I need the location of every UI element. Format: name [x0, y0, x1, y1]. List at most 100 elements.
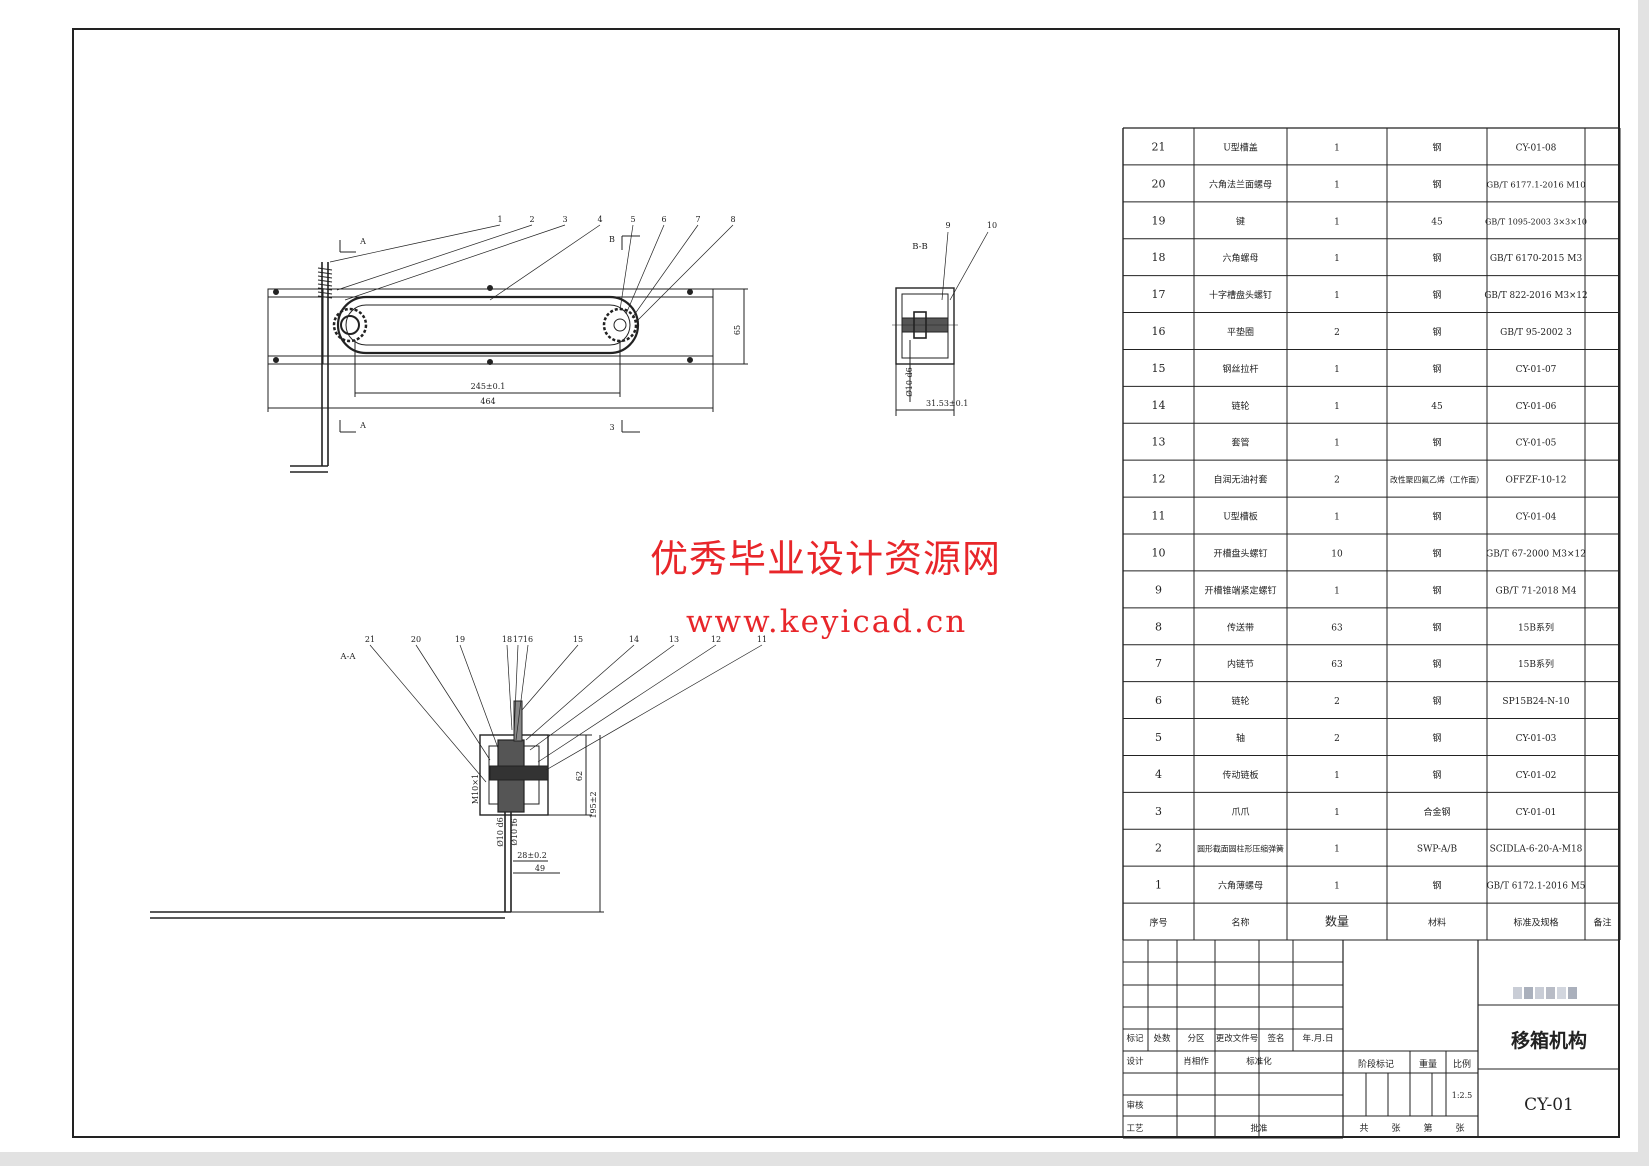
bom-cell: 20 — [1152, 177, 1166, 190]
bom-cell: 链轮 — [1231, 695, 1249, 707]
bom-cell: 钢 — [1432, 363, 1441, 375]
title-block-label: 工艺 — [1126, 1124, 1143, 1134]
leader-line — [489, 224, 601, 301]
bom-cell: 传动链板 — [1222, 769, 1258, 781]
bom-cell: SCIDLA-6-20-A-M18 — [1490, 845, 1583, 855]
leader-line — [529, 644, 675, 751]
leader-line — [521, 644, 579, 711]
bom-cell: 18 — [1152, 251, 1166, 264]
balloon-number: 9 — [945, 221, 950, 230]
balloon-number: 4 — [597, 215, 602, 224]
section-shaft — [489, 765, 549, 781]
screw-dot — [487, 359, 493, 365]
blurred-company-name — [1535, 987, 1544, 999]
designer-name: 肖相作 — [1183, 1056, 1209, 1067]
bom-cell: 7 — [1155, 657, 1162, 670]
leader-line — [336, 224, 533, 291]
bom-cell: 4 — [1155, 768, 1162, 781]
balloon-number: 14 — [629, 635, 639, 644]
bom-cell: 平垫圈 — [1227, 326, 1254, 338]
section-label: B — [609, 235, 615, 244]
screw-dot — [273, 289, 279, 295]
bom-cell: 11 — [1152, 510, 1166, 523]
section-label: A — [359, 237, 366, 246]
bom-cell: 2 — [1334, 734, 1340, 744]
spring-coil — [317, 291, 333, 295]
side-dim-dia: Ø10 d6 — [905, 367, 914, 397]
bom-cell: GB/T 95-2002 3 — [1500, 328, 1572, 338]
bom-cell: GB/T 1095-2003 3×3×10 — [1485, 217, 1587, 226]
bom-cell: 钢 — [1432, 141, 1441, 153]
bom-cell: 1 — [1334, 365, 1340, 375]
section-dim-w2: 49 — [535, 864, 545, 873]
spring-coil — [317, 275, 333, 279]
section-dim-h1: 62 — [575, 771, 584, 781]
bom-cell: 9 — [1155, 583, 1162, 596]
bom-cell: 17 — [1152, 288, 1166, 301]
bom-cell: 14 — [1152, 399, 1166, 412]
bom-header-cell: 备注 — [1593, 917, 1611, 929]
title-block-label: 张 — [1455, 1123, 1464, 1134]
section-bolt — [513, 700, 523, 742]
bom-cell: 1 — [1334, 771, 1340, 781]
bom-cell: 钢 — [1432, 289, 1441, 301]
balloon-number: 7 — [695, 215, 700, 224]
balloon-number: 1 — [497, 215, 502, 224]
blurred-company-name — [1557, 987, 1566, 999]
chain-inner — [345, 304, 631, 346]
bom-cell: 19 — [1152, 214, 1166, 227]
bom-cell: 5 — [1155, 731, 1162, 744]
bom-cell: 1 — [1334, 143, 1340, 153]
bom-cell: 1 — [1334, 291, 1340, 301]
bracket-left — [267, 288, 324, 365]
spring-coil — [317, 295, 333, 299]
bom-cell: 键 — [1236, 215, 1245, 227]
balloon-number: 2 — [529, 215, 534, 224]
bom-cell: 10 — [1152, 546, 1166, 559]
balloon-number: 3 — [562, 215, 567, 224]
bom-cell: 15B系列 — [1518, 621, 1554, 633]
bom-cell: 钢 — [1432, 732, 1441, 744]
bom-cell: 爪爪 — [1231, 807, 1249, 818]
drawing-code: CY-01 — [1524, 1095, 1574, 1115]
bom-cell: 1 — [1334, 586, 1340, 596]
bom-cell: 钢 — [1432, 511, 1441, 523]
section-view-label: A-A — [339, 652, 356, 662]
balloon-number: 15 — [573, 635, 583, 644]
scale-value: 1:2.5 — [1452, 1091, 1473, 1100]
bom-cell: 1 — [1334, 845, 1340, 855]
balloon-number: 6 — [661, 215, 666, 224]
bom-cell: CY-01-08 — [1516, 143, 1557, 153]
bom-cell: 6 — [1155, 694, 1162, 707]
bom-cell: GB/T 6177.1-2016 M10 — [1486, 179, 1585, 189]
balloon-number: 18 — [502, 635, 512, 644]
bom-cell: 钢 — [1432, 584, 1441, 596]
bom-cell: 1 — [1334, 513, 1340, 523]
title-block-label: 标记 — [1126, 1033, 1144, 1044]
leader-line — [415, 644, 491, 761]
bom-cell: 12 — [1152, 473, 1166, 486]
bom-cell: 钢 — [1432, 252, 1441, 264]
bom-cell: 1 — [1155, 879, 1162, 892]
section-label: A — [359, 421, 366, 430]
bom-cell: 1 — [1334, 180, 1340, 190]
section-dim-d1: Ø10 d6 — [496, 817, 505, 847]
bom-cell: GB/T 6172.1-2016 M5 — [1487, 882, 1586, 892]
leader-line — [631, 224, 699, 319]
bom-cell: 六角螺母 — [1222, 252, 1258, 264]
title-block-label: 处数 — [1153, 1033, 1171, 1044]
bom-cell: 传送带 — [1227, 621, 1254, 633]
bom-cell: 轴 — [1236, 732, 1245, 744]
title-block-label: 共 — [1359, 1123, 1368, 1134]
side-housing — [895, 287, 955, 365]
bom-cell: 1 — [1334, 217, 1340, 227]
side-view-bb — [892, 231, 989, 416]
bom-cell: 钢丝拉杆 — [1222, 363, 1258, 375]
balloon-number: 17 — [513, 635, 523, 644]
bom-cell: 合金钢 — [1423, 806, 1450, 818]
leader-line — [635, 224, 734, 323]
bom-cell: 六角薄螺母 — [1218, 880, 1263, 892]
leader-line — [513, 644, 519, 736]
bom-header-cell: 名称 — [1231, 917, 1249, 929]
